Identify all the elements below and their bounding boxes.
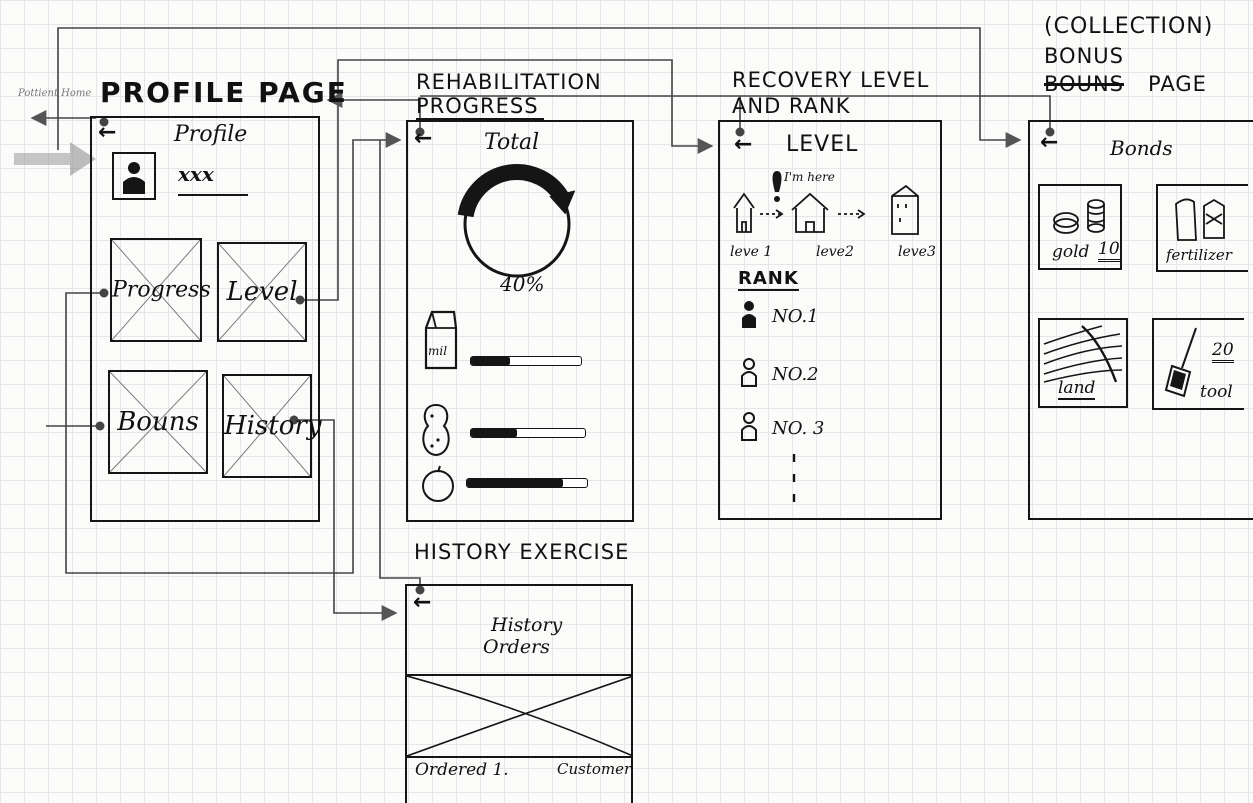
- back-arrow-icon[interactable]: ←: [1040, 132, 1058, 154]
- house-small-icon: [734, 194, 754, 232]
- bonus-heading-struck: BOUNS: [1044, 72, 1124, 96]
- rank-2-person-icon: [740, 358, 758, 388]
- tool-label: tool: [1200, 382, 1233, 402]
- field-icon: [1042, 324, 1126, 384]
- back-arrow-icon[interactable]: ←: [98, 122, 116, 144]
- milk-carton-icon: [418, 308, 462, 372]
- rank-3-person-icon: [740, 412, 758, 442]
- total-percent: 40%: [500, 272, 544, 296]
- history-button[interactable]: History: [222, 374, 312, 478]
- bonus-heading-line1: (COLLECTION): [1044, 14, 1213, 39]
- rank-2: NO.2: [772, 364, 819, 385]
- milk-label: mil: [428, 344, 447, 358]
- level-button-label: Level: [219, 277, 305, 307]
- order-row-label: Ordered 1.: [415, 760, 509, 780]
- rank-3: NO. 3: [772, 418, 824, 439]
- history-button-label: History: [224, 411, 310, 441]
- total-label: Total: [484, 130, 539, 155]
- profile-page-heading: PROFILE PAGE: [100, 76, 348, 109]
- rank-title: RANK: [738, 268, 799, 291]
- marker-label: I'm here: [784, 170, 835, 184]
- level-2-label: leve2: [816, 244, 854, 260]
- side-note: Pottient Home: [18, 88, 91, 99]
- person-icon: [114, 154, 154, 198]
- gold-count: 10: [1098, 239, 1120, 262]
- progress-button-label: Progress: [112, 278, 200, 303]
- history-title-line1: History: [491, 614, 562, 636]
- level-1-label: leve 1: [730, 244, 772, 260]
- level-heading-line2: AND RANK: [732, 94, 851, 118]
- level-path: [730, 184, 940, 240]
- apple-icon: [418, 464, 458, 504]
- fertilizer-tile[interactable]: fertilizer: [1156, 184, 1248, 272]
- land-label: land: [1058, 378, 1095, 400]
- username: xxx: [178, 162, 214, 186]
- bonus-screen: ← Bonds gold 10 fertilizer la: [1028, 120, 1253, 520]
- bonus-heading-line2: BONUS: [1044, 44, 1124, 68]
- back-arrow-icon[interactable]: ←: [414, 128, 432, 150]
- peanut-progress-bar: [470, 428, 586, 438]
- history-heading: HISTORY EXERCISE: [414, 540, 629, 564]
- rank-1-person-icon: [740, 300, 758, 330]
- gold-label: gold: [1052, 242, 1089, 262]
- level-button[interactable]: Level: [217, 242, 307, 342]
- profile-screen: ← Profile xxx Progress Level Bouns Histo…: [90, 116, 320, 522]
- house-icon: [792, 194, 828, 232]
- coins-icon: [1050, 196, 1110, 236]
- history-screen: ← History Orders Ordered 1. Customer: [405, 584, 633, 803]
- land-tile[interactable]: land: [1038, 318, 1128, 408]
- peanut-progress-fill: [471, 429, 517, 437]
- back-arrow-icon[interactable]: ←: [413, 592, 431, 614]
- username-underline: [178, 194, 248, 196]
- tower-icon: [892, 186, 918, 234]
- fertilizer-bag-icon: [1170, 194, 1234, 244]
- order-row-customer: Customer: [557, 760, 631, 778]
- profile-title: Profile: [174, 122, 247, 147]
- apple-progress-fill: [467, 479, 563, 487]
- bonus-heading-page: PAGE: [1148, 72, 1207, 96]
- milk-progress-bar: [470, 356, 582, 366]
- level-3-label: leve3: [898, 244, 936, 260]
- tool-tile[interactable]: 20 tool: [1152, 318, 1244, 410]
- tool-count: 20: [1212, 340, 1234, 363]
- rank-more-ellipsis: [790, 452, 798, 508]
- progress-screen: ← Total 40% mil: [406, 120, 634, 522]
- peanut-icon: [418, 402, 454, 458]
- back-arrow-icon[interactable]: ←: [734, 134, 752, 156]
- progress-heading-line2: PROGRESS: [416, 94, 539, 118]
- bonus-title: Bonds: [1110, 136, 1173, 160]
- progress-heading-line1: REHABILITATION: [416, 70, 602, 94]
- milk-progress-fill: [471, 357, 510, 365]
- entry-arrow: [14, 142, 96, 176]
- bonus-button[interactable]: Bouns: [108, 370, 208, 474]
- avatar[interactable]: [112, 152, 156, 200]
- history-image-placeholder[interactable]: [407, 674, 633, 758]
- bonus-button-label: Bouns: [110, 407, 206, 437]
- rank-1: NO.1: [772, 306, 819, 327]
- progress-button[interactable]: Progress: [110, 238, 202, 342]
- total-progress-ring: [452, 160, 582, 288]
- gold-tile[interactable]: gold 10: [1038, 184, 1122, 270]
- apple-progress-bar: [466, 478, 588, 488]
- fertilizer-label: fertilizer: [1166, 246, 1246, 264]
- level-title: LEVEL: [786, 132, 858, 157]
- level-heading-line1: RECOVERY LEVEL: [732, 68, 929, 92]
- history-title-line2: Orders: [483, 636, 550, 658]
